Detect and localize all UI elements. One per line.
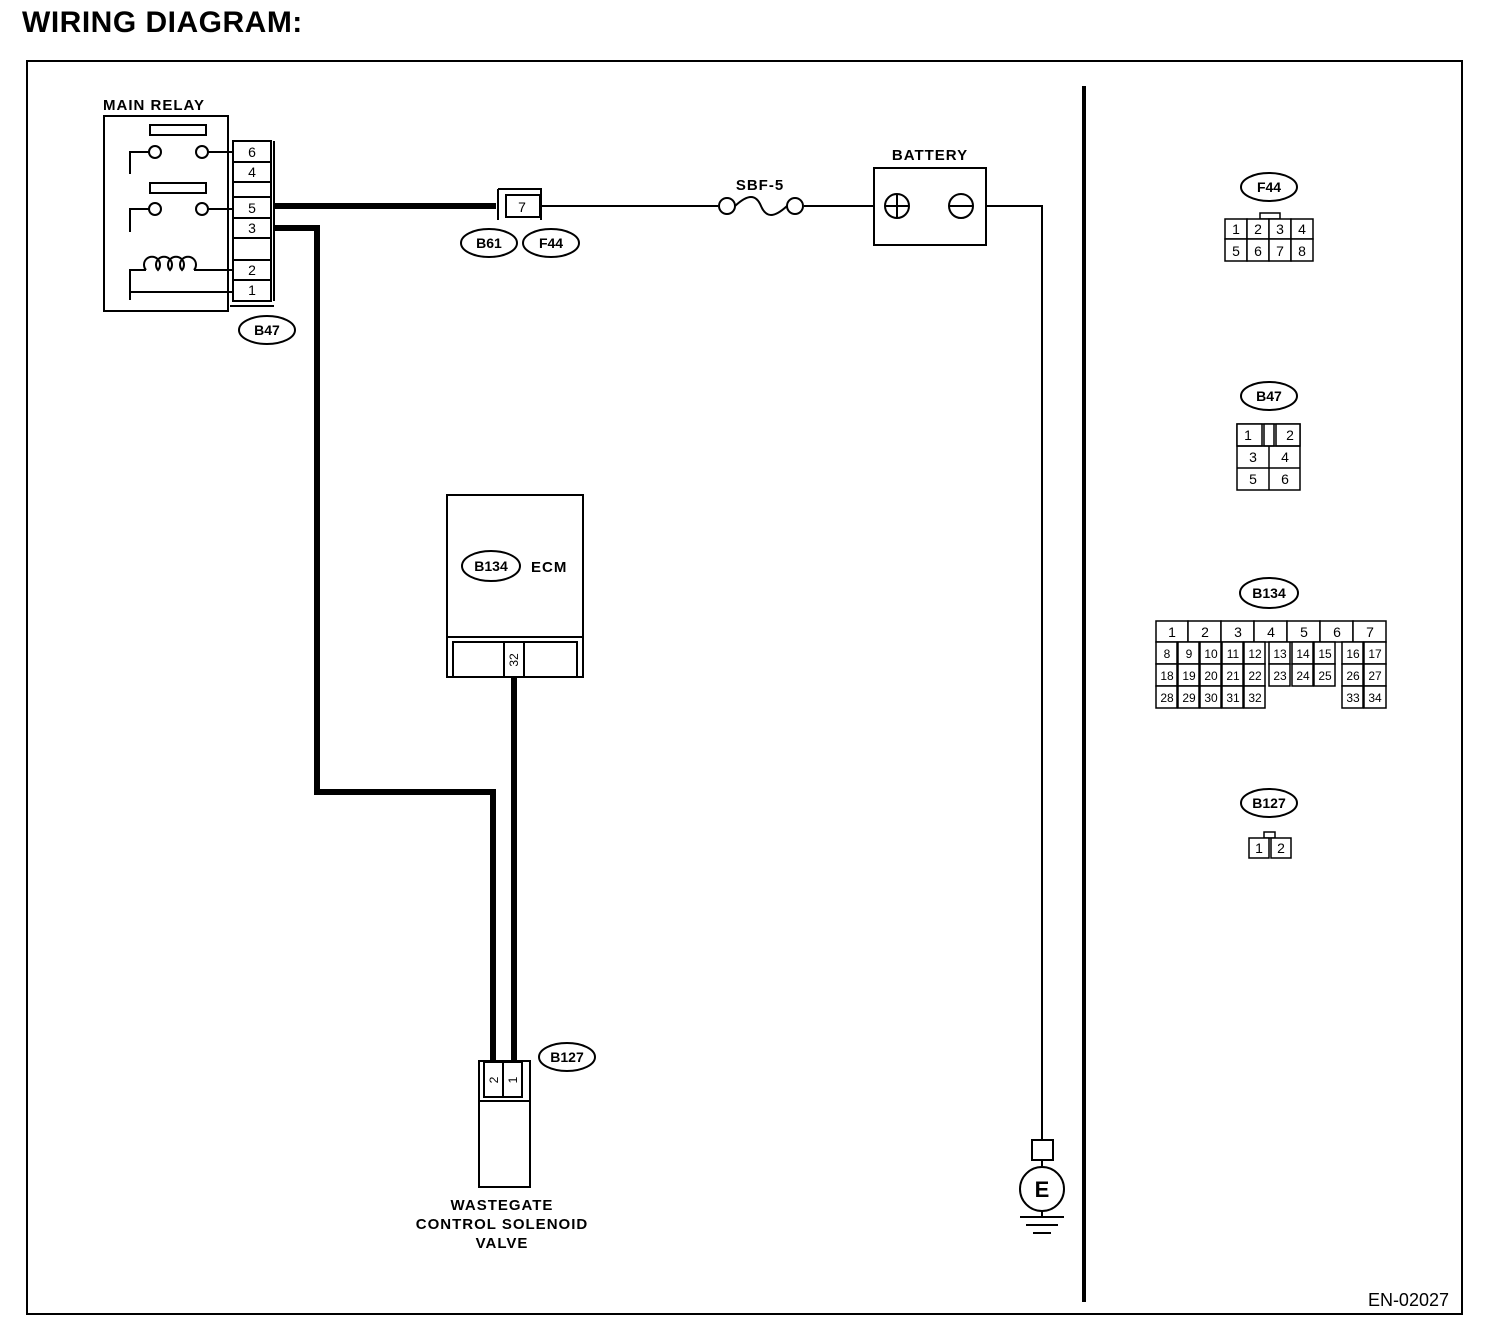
b134-cell: 16 (1346, 647, 1360, 661)
f44-cell: 4 (1298, 221, 1306, 237)
b134-cell: 12 (1248, 647, 1262, 661)
b134-cell: 32 (1248, 691, 1262, 705)
b134-cell: 19 (1182, 669, 1196, 683)
b134-cell: 14 (1296, 647, 1310, 661)
relay-pin-6: 6 (248, 144, 256, 160)
b134-cell: 20 (1204, 669, 1218, 683)
ecm: 32 B134 ECM (446, 494, 584, 678)
figure-id: EN-02027 (1368, 1290, 1449, 1310)
b134-cell: 23 (1273, 669, 1287, 683)
b47-cell: 1 (1244, 427, 1252, 443)
ground-label: E (1035, 1177, 1050, 1202)
b47-cell: 6 (1281, 471, 1289, 487)
f44-cell: 1 (1232, 221, 1240, 237)
b134-cell: 24 (1296, 669, 1310, 683)
b61-tag: B61 (476, 235, 502, 251)
b47-cell: 5 (1249, 471, 1257, 487)
b134-cell: 28 (1160, 691, 1174, 705)
b134-view-tag: B134 (1252, 585, 1286, 601)
ecm-label: ECM (531, 559, 567, 576)
f44-view-tag: F44 (1257, 179, 1281, 195)
b47-tag: B47 (254, 322, 280, 338)
main-relay: MAIN RELAY 6 4 5 3 2 1 (103, 97, 296, 345)
main-relay-label: MAIN RELAY (103, 97, 205, 114)
ground-point: E (1019, 1139, 1065, 1234)
battery-label: BATTERY (892, 147, 968, 164)
b127-cell: 1 (1255, 840, 1263, 856)
b134-cell: 26 (1346, 669, 1360, 683)
b47-cell: 3 (1249, 449, 1257, 465)
connector-view-b134: B134 1 2 3 4 5 (1155, 577, 1387, 709)
wires (274, 203, 1043, 1140)
fuse-label: SBF-5 (736, 177, 784, 194)
relay-pin-4: 4 (248, 164, 256, 180)
b134-tag: B134 (474, 558, 508, 574)
fuse-sbf-5: SBF-5 (718, 177, 804, 216)
b134-cell: 4 (1267, 624, 1275, 640)
f44-cell: 7 (1276, 243, 1284, 259)
relay-pin-2: 2 (248, 262, 256, 278)
b134-cell: 34 (1368, 691, 1382, 705)
connector-view-b47: B47 1 2 3 4 5 6 (1236, 381, 1301, 491)
diagram-frame (26, 60, 1463, 1315)
b134-cell: 1 (1168, 624, 1176, 640)
b134-cell: 18 (1160, 669, 1174, 683)
f44-tag: F44 (539, 235, 563, 251)
f44-cell: 2 (1254, 221, 1262, 237)
b127-tag: B127 (550, 1049, 584, 1065)
b127-view-tag: B127 (1252, 795, 1286, 811)
b134-cell: 5 (1300, 624, 1308, 640)
b47-cell: 4 (1281, 449, 1289, 465)
b134-cell: 30 (1204, 691, 1218, 705)
solenoid-label-line-2: CONTROL SOLENOID (416, 1216, 588, 1233)
relay-pin-1: 1 (248, 282, 256, 298)
b134-cell: 6 (1333, 624, 1341, 640)
inline-pin-7: 7 (518, 199, 526, 215)
f44-cell: 5 (1232, 243, 1240, 259)
connector-view-f44: F44 1 2 3 4 5 6 7 8 (1224, 172, 1314, 262)
b134-cell: 17 (1368, 647, 1382, 661)
b134-cell: 29 (1182, 691, 1196, 705)
b134-cell: 7 (1366, 624, 1374, 640)
b134-cell: 10 (1204, 647, 1218, 661)
b134-cell: 11 (1227, 647, 1240, 661)
b47-view-tag: B47 (1256, 388, 1282, 404)
solenoid-label-line-1: WASTEGATE (451, 1197, 554, 1214)
b134-cell: 13 (1273, 647, 1287, 661)
relay-pin-3: 3 (248, 220, 256, 236)
connector-view-b127: B127 1 2 (1240, 788, 1298, 859)
b127-cell: 2 (1277, 840, 1285, 856)
relay-pin-5: 5 (248, 200, 256, 216)
b134-cell: 3 (1234, 624, 1242, 640)
ecm-pin-32: 32 (507, 653, 521, 667)
b134-cell: 33 (1346, 691, 1360, 705)
inline-connector: 7 B61 F44 (460, 188, 580, 258)
b134-cell: 2 (1201, 624, 1209, 640)
b134-cell: 21 (1226, 669, 1240, 683)
b134-cell: 25 (1318, 669, 1332, 683)
b134-cell: 22 (1248, 669, 1262, 683)
b134-cell: 9 (1186, 647, 1193, 661)
b134-cell: 15 (1318, 647, 1332, 661)
b47-cell: 2 (1286, 427, 1294, 443)
solenoid-pin-2: 2 (487, 1076, 501, 1083)
f44-cell: 3 (1276, 221, 1284, 237)
page-title: WIRING DIAGRAM: (22, 6, 303, 39)
battery: BATTERY (873, 147, 987, 246)
f44-cell: 8 (1298, 243, 1306, 259)
b134-cell: 27 (1368, 669, 1382, 683)
solenoid-pin-1: 1 (506, 1076, 520, 1083)
b134-cell: 8 (1164, 647, 1171, 661)
wastegate-solenoid: 2 1 B127 WASTEGATE CONTROL SOLENOID VALV… (416, 1042, 596, 1252)
solenoid-label-line-3: VALVE (476, 1235, 529, 1252)
f44-cell: 6 (1254, 243, 1262, 259)
b134-cell: 31 (1226, 691, 1240, 705)
